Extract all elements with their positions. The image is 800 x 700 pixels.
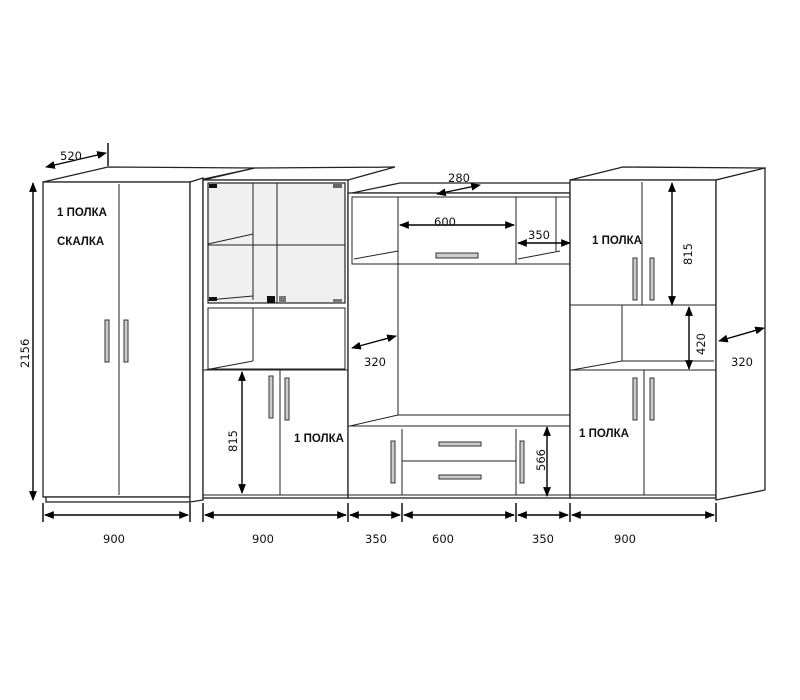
door-handle [649, 377, 655, 421]
dim-bottom: 600 [432, 532, 454, 546]
dim-right-niche-height: 420 [694, 333, 708, 355]
label-right-upper-shelf: 1 ПОЛКА [592, 235, 642, 247]
right-cabinet [569, 166, 766, 501]
dim-tv-base-height: 566 [534, 449, 548, 471]
dim-depth-wardrobe: 520 [60, 149, 82, 163]
dim-bottom: 900 [252, 532, 274, 546]
dim-middle-depth: 320 [364, 355, 386, 369]
door-handle [519, 440, 525, 484]
label-showcase-shelf: 1 ПОЛКА [294, 433, 344, 445]
showcase-cabinet [202, 166, 396, 499]
door-handle [632, 377, 638, 421]
door-handle [104, 319, 110, 363]
dimension-lines [29, 143, 765, 522]
drawer-handle [438, 441, 482, 447]
dim-right-depth: 320 [731, 355, 753, 369]
drawer-handle [435, 252, 479, 259]
dim-right-upper-height: 815 [681, 243, 695, 265]
door-handle [390, 440, 396, 484]
door-handle [123, 319, 129, 363]
door-handle [649, 257, 655, 301]
dim-bottom: 350 [532, 532, 554, 546]
dim-bottom: 900 [614, 532, 636, 546]
dim-bottom: 900 [103, 532, 125, 546]
label-right-lower-shelf: 1 ПОЛКА [579, 428, 629, 440]
drawer-handle [438, 474, 482, 480]
dim-bottom: 350 [365, 532, 387, 546]
label-left-rod: СКАЛКА [57, 236, 104, 248]
door-handle [268, 375, 274, 419]
dim-top-niche-width: 350 [528, 228, 550, 242]
dim-height-total: 2156 [18, 339, 32, 368]
label-left-shelf: 1 ПОЛКА [57, 207, 107, 219]
door-handle [632, 257, 638, 301]
left-wardrobe [42, 166, 256, 503]
dim-top-depth: 280 [448, 171, 470, 185]
dim-showcase-lower-height: 815 [226, 430, 240, 452]
dim-top-box-width: 600 [434, 215, 456, 229]
door-handle [284, 377, 290, 421]
